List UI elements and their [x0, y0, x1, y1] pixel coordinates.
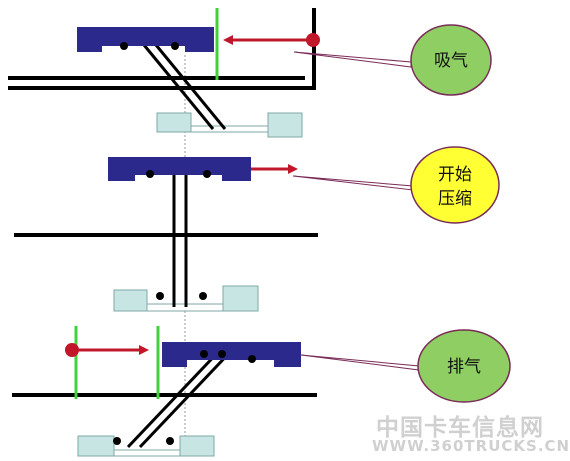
valve-seat: [156, 112, 192, 133]
valve-ball: [120, 42, 128, 50]
valve-rod: [138, 346, 236, 449]
valve-seat: [222, 285, 259, 312]
valve-rod: [145, 33, 227, 130]
stage-bubble: [410, 146, 500, 224]
valve-rod: [126, 346, 224, 449]
valve-ball: [199, 292, 207, 300]
valve-seat-bridge: [113, 449, 181, 457]
stage-label: 排气: [447, 357, 481, 377]
valve-ball: [166, 437, 174, 445]
valve-ball: [203, 170, 211, 178]
stage-intake: 吸气: [8, 8, 492, 138]
valve-rod: [133, 33, 215, 130]
callout-pointer: [300, 354, 420, 371]
stage-label-line2: 压缩: [438, 189, 472, 209]
callout-pointer: [292, 175, 414, 191]
valve-ball: [156, 292, 164, 300]
valve-seat-bridge: [190, 125, 269, 133]
compressor-valve-diagram: 吸气 开始 压缩: [8, 8, 511, 457]
stage-label-line1: 开始: [438, 165, 472, 185]
force-source-dot: [306, 33, 320, 47]
valve-seat: [113, 289, 148, 312]
valve-ball: [171, 42, 179, 50]
stage-exhaust: 排气: [12, 326, 511, 457]
valve-ball: [248, 355, 256, 363]
valve-ball: [218, 350, 226, 358]
valve-ball: [146, 170, 154, 178]
force-source-dot: [65, 343, 79, 357]
valve-seat: [77, 435, 115, 457]
stage-label: 吸气: [434, 51, 468, 71]
valve-ball: [200, 350, 208, 358]
valve-plate: [108, 157, 251, 181]
valve-ball: [113, 437, 121, 445]
valve-seat: [179, 435, 215, 457]
valve-plate: [162, 342, 301, 367]
callout-pointer: [293, 51, 412, 68]
stage-bubble: [417, 329, 511, 403]
stage-compression: 开始 压缩: [14, 146, 500, 312]
valve-seat: [267, 112, 303, 138]
stage-bubble: [410, 24, 492, 96]
watermark-name: 中国卡车信息网: [376, 415, 544, 441]
watermark-url: WWW.360TRUCKS.CN: [372, 437, 570, 455]
valve-plate: [77, 27, 214, 52]
